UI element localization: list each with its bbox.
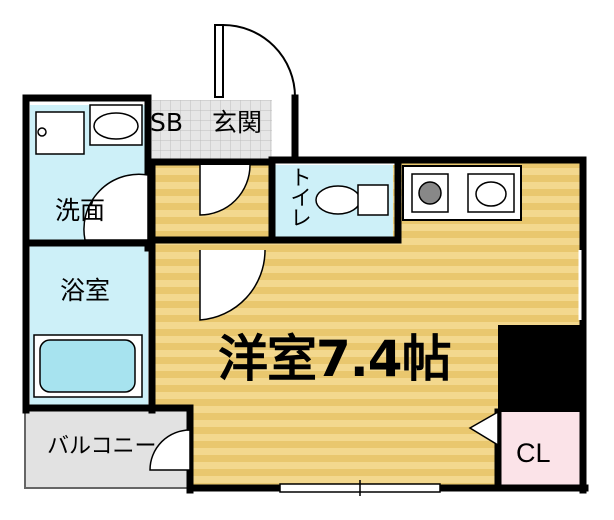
main-room-label: 洋室7.4帖 — [218, 330, 452, 388]
toilet-label: トイレ — [290, 166, 312, 230]
washing-machine — [35, 111, 85, 155]
washroom-label: 洗面 — [55, 196, 106, 225]
bathroom-label: 浴室 — [60, 276, 111, 305]
entrance-tiles — [152, 100, 272, 162]
door-swing-washroom — [83, 173, 149, 241]
pillar — [498, 325, 585, 412]
door-swing-closet — [468, 410, 499, 447]
shoe-box-label: SB — [150, 108, 184, 137]
door-swing-balcony — [149, 429, 191, 471]
bathtub — [33, 334, 143, 398]
stove — [411, 173, 449, 213]
closet-area — [500, 412, 582, 485]
toilet-fixture — [315, 184, 389, 216]
entrance-label: 玄関 — [212, 108, 263, 137]
kitchen-sink — [467, 173, 515, 213]
closet-label: CL — [516, 438, 551, 468]
walls — [22, 94, 589, 494]
door-swing-room — [199, 249, 266, 321]
door-swing-hall — [199, 164, 251, 216]
wash-basin — [89, 104, 143, 146]
entrance-door — [214, 24, 296, 98]
balcony-label: バルコニー — [47, 434, 157, 459]
